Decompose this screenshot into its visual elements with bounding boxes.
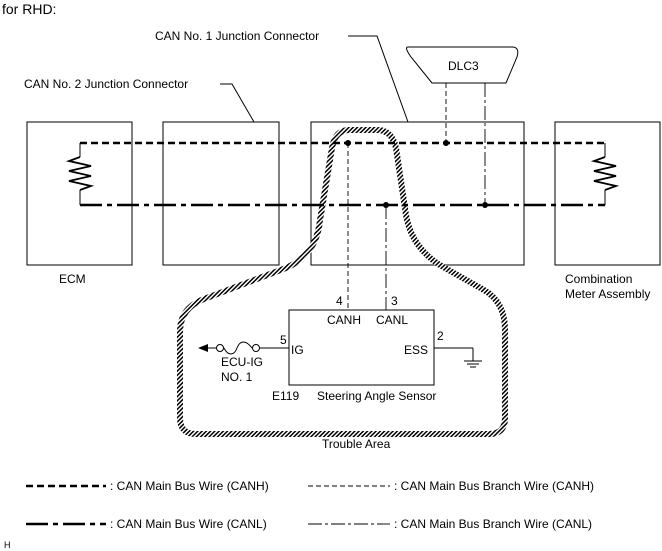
canl-pin-label: CANL <box>376 313 408 327</box>
trouble-area-label: Trouble Area <box>322 437 391 451</box>
sensor-name-label: Steering Angle Sensor <box>317 389 436 403</box>
ig-pin-number: 5 <box>280 333 287 347</box>
canh-pin-number: 4 <box>336 294 343 308</box>
can2-junction-leader <box>220 83 255 123</box>
sensor-code-label: E119 <box>272 389 299 403</box>
trouble-area-outline <box>177 127 508 437</box>
ecm-resistor <box>65 156 95 191</box>
ecm-label: ECM <box>59 272 86 286</box>
arrow-left-icon <box>198 344 208 352</box>
legend-branch-canh-text: : CAN Main Bus Branch Wire (CANH) <box>394 479 594 493</box>
canl-pin-number: 3 <box>391 294 398 308</box>
can2-junction-callout: CAN No. 2 Junction Connector <box>24 77 188 91</box>
junction-dot <box>383 202 389 208</box>
can2-junction-box <box>162 121 280 266</box>
combination-meter-label-1: Combination <box>565 272 632 286</box>
fuse-icon <box>223 341 253 355</box>
combination-meter-label-2: Meter Assembly <box>565 287 650 301</box>
can1-junction-leader <box>348 35 409 123</box>
fuse-terminal <box>216 344 224 352</box>
meter-resistor <box>590 156 620 191</box>
fuse-label-2: NO. 1 <box>221 370 253 384</box>
legend-main-canh-text: : CAN Main Bus Wire (CANH) <box>110 479 269 493</box>
canh-pin-label: CANH <box>327 313 361 327</box>
can1-junction-callout: CAN No. 1 Junction Connector <box>155 29 319 43</box>
dlc3-label: DLC3 <box>448 59 479 73</box>
section-label: for RHD: <box>2 1 56 17</box>
legend-main-canl-text: : CAN Main Bus Wire (CANL) <box>110 517 267 531</box>
junction-dot <box>345 140 351 146</box>
junction-dot <box>482 202 488 208</box>
dlc3-connector <box>406 46 519 84</box>
footer-code: H <box>4 540 11 550</box>
ig-pin-label: IG <box>291 343 304 357</box>
legend-branch-canl-text: : CAN Main Bus Branch Wire (CANL) <box>394 517 592 531</box>
fuse-terminal <box>252 344 260 352</box>
ess-pin-number: 2 <box>437 329 444 343</box>
fuse-label-1: ECU-IG <box>221 355 263 369</box>
combination-meter-box <box>554 121 661 266</box>
ess-pin-label: ESS <box>404 343 428 357</box>
junction-dot <box>443 140 449 146</box>
steering-angle-sensor-box <box>288 309 435 386</box>
